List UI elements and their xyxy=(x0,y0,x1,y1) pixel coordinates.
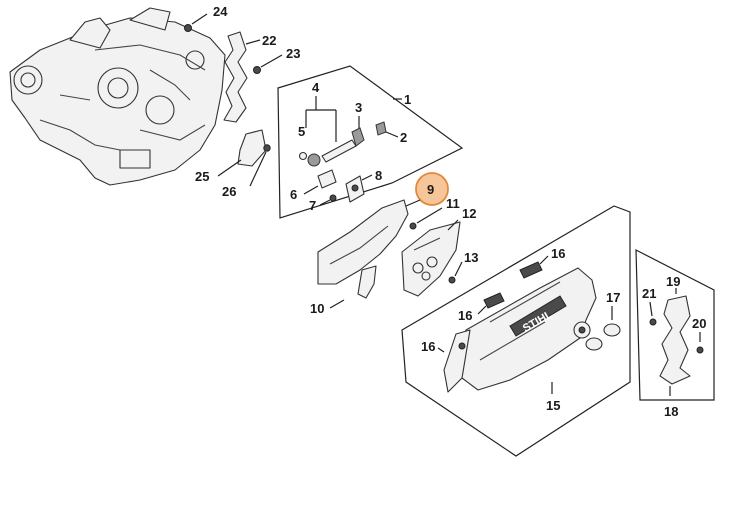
part-17-tensioner: 16 xyxy=(421,329,471,393)
callout-15: 15 xyxy=(546,398,560,413)
part-7-screw: 7 xyxy=(309,194,337,213)
callout-22: 21 xyxy=(642,286,656,301)
part-4-label: 4 xyxy=(305,80,337,142)
group-box-1: 1 xyxy=(277,65,464,219)
callout-8: 8 xyxy=(375,168,382,183)
sprocket-cover: STIHL xyxy=(459,267,597,391)
part-12-plate: 12 xyxy=(401,206,476,297)
part-18-nut: 17 xyxy=(585,290,621,351)
part-25-screw: 24 xyxy=(184,4,228,32)
part-24-screw: 23 xyxy=(253,46,300,74)
callout-19: 18 xyxy=(664,404,678,419)
callout-7: 7 xyxy=(309,198,316,213)
callout-5: 5 xyxy=(298,124,305,139)
callout-2: 2 xyxy=(400,130,407,145)
callout-6: 6 xyxy=(290,187,297,202)
part-2-clip: 2 xyxy=(375,121,407,145)
part-6-plate: 6 xyxy=(290,169,337,202)
callout-12: 12 xyxy=(462,206,476,221)
callout-24: 23 xyxy=(286,46,300,61)
part-13-screw: 13 xyxy=(448,250,478,284)
group-box-19: 18 xyxy=(635,249,715,419)
part-8-guide: 8 xyxy=(345,168,382,203)
callout-26: 25 xyxy=(195,169,209,184)
callout-25: 24 xyxy=(213,4,228,19)
part-3-adjuster: 3 xyxy=(307,100,365,167)
part-26-bracket: 25 26 xyxy=(195,129,271,199)
part-16-lower: 16 xyxy=(458,292,505,323)
callout-13: 13 xyxy=(464,250,478,265)
part-5-washer: 5 xyxy=(298,124,308,161)
callout-1: 1 xyxy=(404,92,411,107)
part-10-inner-cover: 10 xyxy=(310,199,409,316)
group-box-15: 15 xyxy=(401,205,631,457)
part-21-screw: 20 xyxy=(692,316,706,354)
part-20-plate: 19 xyxy=(659,274,691,385)
callout-3: 3 xyxy=(355,100,362,115)
callout-16-lower: 16 xyxy=(458,308,472,323)
callout-10: 10 xyxy=(310,301,324,316)
callout-17: 16 xyxy=(421,339,435,354)
part-23-chain-catcher: 22 xyxy=(223,31,276,123)
callout-11: 11 xyxy=(446,196,460,211)
callout-20: 19 xyxy=(666,274,680,289)
callout-23: 22 xyxy=(262,33,276,48)
callout-16-upper: 16 xyxy=(551,246,565,261)
callout-4: 4 xyxy=(312,80,320,95)
callout-27: 26 xyxy=(222,184,236,199)
engine-housing xyxy=(9,7,226,186)
part-11-screw: 11 xyxy=(409,196,460,230)
part-22-screw: 21 xyxy=(642,286,657,326)
part-16-upper: 16 xyxy=(519,246,565,279)
callout-18: 17 xyxy=(606,290,620,305)
callout-9: 9 xyxy=(427,182,434,197)
callout-21: 20 xyxy=(692,316,706,331)
